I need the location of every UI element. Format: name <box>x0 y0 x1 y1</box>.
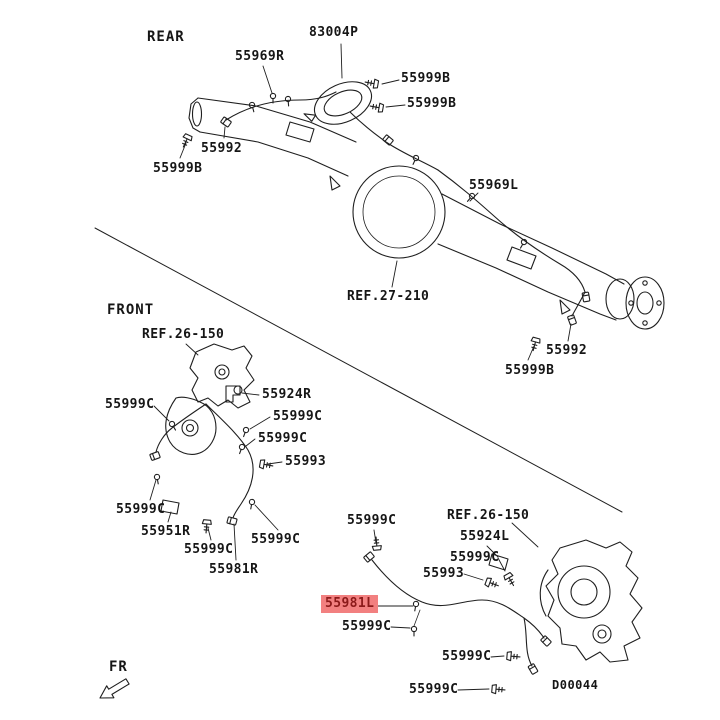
label-ref-27-210[interactable]: REF.27-210 <box>347 289 430 304</box>
label-55969R[interactable]: 55969R <box>235 49 285 64</box>
drawing-code: D00044 <box>552 678 599 692</box>
label-55999C-3[interactable]: 55999C <box>258 431 308 446</box>
section-label-fr: FR <box>109 659 128 675</box>
label-55992-left[interactable]: 55992 <box>201 141 243 156</box>
label-55999B-4[interactable]: 55999B <box>505 363 555 378</box>
label-83004P[interactable]: 83004P <box>309 25 359 40</box>
label-55981R[interactable]: 55981R <box>209 562 259 577</box>
label-55999C-7[interactable]: 55999C <box>347 513 397 528</box>
label-ref-26-150-right[interactable]: REF.26-150 <box>447 508 530 523</box>
label-55924L[interactable]: 55924L <box>460 529 510 544</box>
label-55999C-11[interactable]: 55999C <box>409 682 459 697</box>
label-55999B-1[interactable]: 55999B <box>401 71 451 86</box>
label-55999C-8[interactable]: 55999C <box>450 550 500 565</box>
fr-direction-arrow-icon <box>99 678 130 699</box>
label-55951R[interactable]: 55951R <box>141 524 191 539</box>
label-55992-right[interactable]: 55992 <box>546 343 588 358</box>
label-55999C-10[interactable]: 55999C <box>442 649 492 664</box>
label-55999B-2[interactable]: 55999B <box>407 96 457 111</box>
label-55999C-2[interactable]: 55999C <box>273 409 323 424</box>
section-label-front: FRONT <box>107 302 155 318</box>
section-divider-line <box>94 227 623 513</box>
rear-axle-assembly-art <box>178 43 665 361</box>
label-55993-right[interactable]: 55993 <box>423 566 465 581</box>
label-55999C-6[interactable]: 55999C <box>251 532 301 547</box>
label-55993-left[interactable]: 55993 <box>285 454 327 469</box>
label-55969L[interactable]: 55969L <box>469 178 519 193</box>
label-55999C-5[interactable]: 55999C <box>184 542 234 557</box>
label-55924R[interactable]: 55924R <box>262 387 312 402</box>
front-left-assembly-art <box>149 343 283 561</box>
front-right-assembly-art <box>362 522 643 695</box>
label-55999B-3[interactable]: 55999B <box>153 161 203 176</box>
label-55999C-4[interactable]: 55999C <box>116 502 166 517</box>
label-ref-26-150-left[interactable]: REF.26-150 <box>142 327 225 342</box>
label-55981L[interactable]: 55981L <box>321 595 379 614</box>
label-55999C-1[interactable]: 55999C <box>105 397 155 412</box>
label-55999C-9[interactable]: 55999C <box>342 619 392 634</box>
section-label-rear: REAR <box>147 29 185 45</box>
